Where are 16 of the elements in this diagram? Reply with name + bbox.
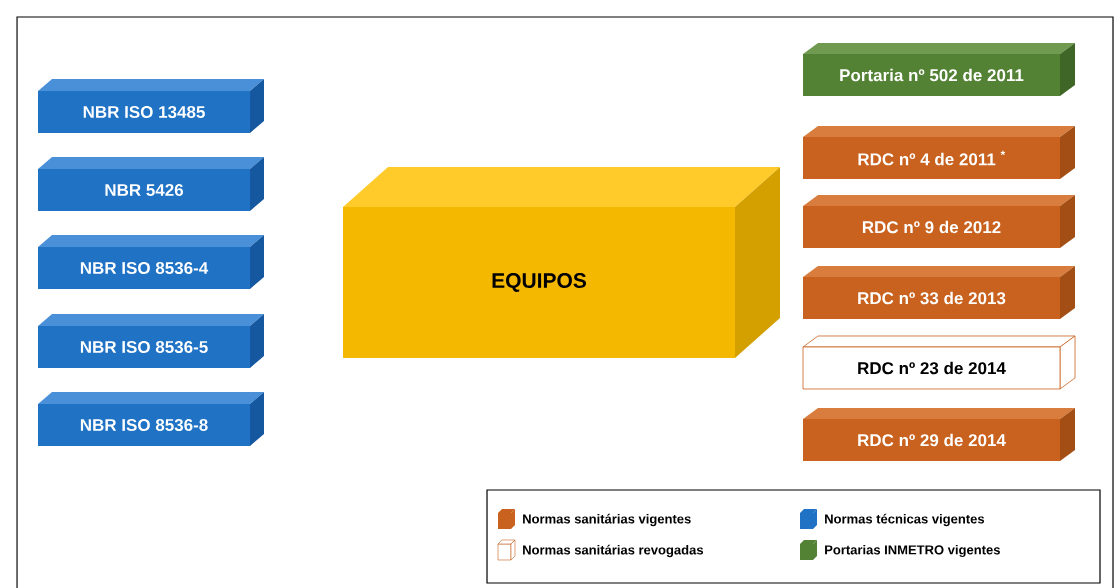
legend-label: Normas técnicas vigentes	[825, 513, 985, 527]
cuboid-block: Portaria nº 502 de 2011	[803, 43, 1075, 96]
legend-label: Normas sanitárias vigentes	[523, 513, 691, 527]
cuboid-block: RDC nº 9 de 2012	[803, 195, 1075, 248]
cuboid-block: NBR ISO 8536-4	[38, 235, 264, 289]
legend-label: Normas sanitárias revogadas	[523, 544, 703, 558]
cuboid-block: EQUIPOS	[343, 167, 780, 358]
cuboid-block: RDC nº 29 de 2014	[803, 408, 1075, 461]
cuboid-block: NBR ISO 13485	[38, 79, 264, 133]
cuboid-block: NBR ISO 8536-8	[38, 392, 264, 446]
cuboid-block: NBR ISO 8536-5	[38, 314, 264, 368]
cuboid-block: RDC nº 23 de 2014	[802, 335, 1076, 390]
cuboid-block: NBR 5426	[38, 157, 264, 211]
cuboid-block: RDC nº 33 de 2013	[803, 266, 1075, 319]
legend-label: Portarias INMETRO vigentes	[825, 544, 1000, 558]
cuboid-block: RDC nº 4 de 2011 $^{*}$	[803, 126, 1075, 179]
